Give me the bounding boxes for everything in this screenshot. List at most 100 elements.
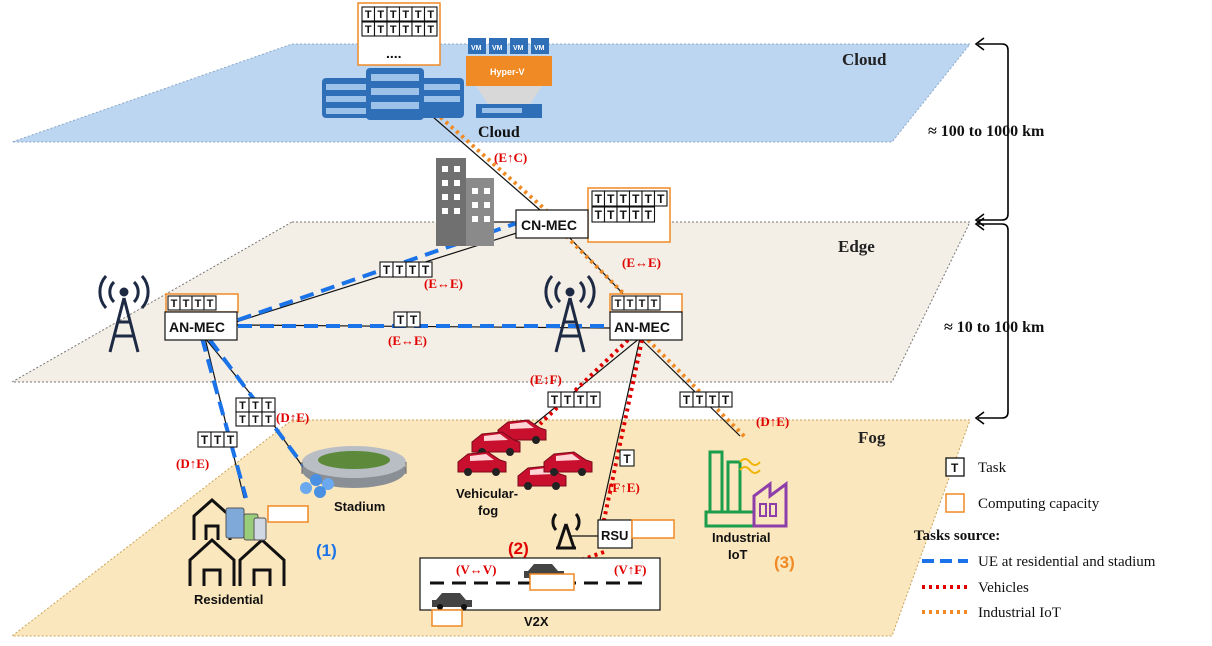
svg-text:T: T — [639, 298, 646, 310]
label-f-e: (F↑E) — [608, 480, 640, 495]
rsu-label: RSU — [601, 528, 628, 543]
cloud-layer-title: Cloud — [842, 50, 887, 69]
label-d-e-iot: (D↑E) — [756, 414, 789, 429]
svg-text:T: T — [632, 208, 640, 222]
svg-text:T: T — [645, 192, 653, 206]
an-mec-right-node — [609, 311, 683, 341]
an-mec-right-task: T — [623, 295, 637, 311]
iot-task-paths — [428, 106, 748, 440]
svg-text:T: T — [722, 393, 730, 407]
label-e-e-cn-left: (E↔E) — [424, 276, 463, 291]
vehicular-car-icon — [543, 451, 593, 476]
task-residential-link: T — [210, 431, 225, 448]
legend-task-swatch-letter: T — [951, 461, 959, 475]
legend-task-label: Task — [978, 460, 1007, 476]
vehicular-car-icon — [471, 431, 521, 456]
svg-text:T: T — [390, 9, 397, 21]
scenario-number-2: (2) — [508, 539, 529, 558]
vehicular-fog-label: Vehicular- fog — [456, 486, 522, 518]
an-mec-right-task: T — [647, 295, 661, 311]
svg-text:T: T — [615, 298, 622, 310]
cn-mec-task: T — [641, 206, 656, 223]
edge-layer-title: Edge — [838, 237, 875, 256]
task-on-an-an-link: T — [406, 311, 421, 328]
svg-text:T: T — [183, 298, 190, 310]
distance-edge-fog: ≈ 10 to 100 km — [944, 319, 1045, 336]
svg-text:T: T — [422, 263, 430, 277]
edge-plane — [10, 221, 971, 383]
task-iot-link: T — [705, 391, 720, 408]
label-e-e-cn-right: (E↔E) — [622, 255, 661, 270]
task-on-cn-an-left-link: T — [405, 261, 420, 278]
task-on-an-an-link: T — [393, 311, 408, 328]
task-on-cn-an-left-link: T — [379, 261, 394, 278]
svg-text:T: T — [595, 208, 603, 222]
svg-text:T: T — [265, 400, 272, 412]
label-d-e-stadium: (D↑E) — [276, 410, 309, 425]
label-d-e-residential: (D↑E) — [176, 456, 209, 471]
svg-text:T: T — [415, 9, 422, 21]
svg-text:T: T — [397, 313, 405, 327]
svg-text:T: T — [377, 9, 384, 21]
legend-iot-label: Industrial IoT — [978, 605, 1061, 621]
svg-text:T: T — [252, 414, 259, 426]
cn-mec-task: T — [653, 190, 668, 207]
distance-cloud-edge: ≈ 100 to 1000 km — [928, 123, 1045, 140]
svg-text:T: T — [265, 414, 272, 426]
vm-label-4: VM — [534, 45, 545, 52]
svg-text:T: T — [239, 414, 246, 426]
an-mec-left-task: T — [167, 295, 181, 311]
vehicular-car-icon — [457, 451, 507, 476]
industrial-iot-label: Industrial IoT — [712, 530, 774, 562]
task-vehicular-link: T — [586, 391, 601, 408]
label-v-v: (V↔V) — [456, 562, 496, 577]
task-residential-link: T — [223, 431, 238, 448]
cloud-task: T — [361, 21, 376, 37]
cloud-ellipsis: .... — [386, 45, 402, 61]
label-v-f: (V↑F) — [614, 562, 647, 577]
vm-label-3: VM — [513, 45, 524, 52]
vehicular-fog-label-line2: fog — [478, 503, 498, 518]
svg-text:T: T — [415, 24, 422, 36]
building-icon — [436, 158, 494, 246]
svg-text:T: T — [207, 298, 214, 310]
antenna-tower-right-icon — [544, 275, 596, 353]
an-mec-left-task: T — [179, 295, 193, 311]
antenna-tower-left-icon — [98, 275, 150, 353]
cn-mec-task: T — [641, 190, 656, 207]
task-residential-link: T — [197, 431, 212, 448]
an-mec-left-label: AN-MEC — [169, 319, 225, 335]
stadium-icon — [300, 446, 407, 498]
svg-text:T: T — [590, 393, 598, 407]
svg-text:T: T — [402, 24, 409, 36]
svg-text:T: T — [595, 192, 603, 206]
task-vehicular-link: T — [560, 391, 575, 408]
stadium-label: Stadium — [334, 499, 385, 514]
svg-text:T: T — [201, 433, 209, 447]
cn-mec-task: T — [628, 206, 643, 223]
an-mec-left-node — [164, 311, 238, 341]
svg-text:T: T — [402, 9, 409, 21]
industrial-iot-label-line1: Industrial — [712, 530, 771, 545]
v2x-car-capacity-box — [529, 573, 575, 591]
task-rsu-link: T — [619, 449, 635, 467]
vm-label-1: VM — [471, 45, 482, 52]
cloud-task: T — [423, 6, 438, 22]
legend-ue-label: UE at residential and stadium — [978, 554, 1156, 570]
cloud-task: T — [411, 21, 426, 37]
vehicular-fog-cars — [457, 419, 593, 490]
svg-text:T: T — [365, 24, 372, 36]
task-iot-link: T — [692, 391, 707, 408]
svg-text:T: T — [620, 192, 628, 206]
legend-capacity-label: Computing capacity — [978, 496, 1100, 512]
task-on-cn-an-left-link: T — [392, 261, 407, 278]
cloud-task: T — [423, 21, 438, 37]
cloud-label: Cloud — [478, 124, 520, 141]
residential-capacity-box — [267, 505, 309, 523]
task-iot-link: T — [718, 391, 733, 408]
hypervisor-bar — [466, 56, 552, 86]
hypervisor-label: Hyper-V — [490, 67, 525, 77]
fog-layer-title: Fog — [858, 428, 886, 447]
